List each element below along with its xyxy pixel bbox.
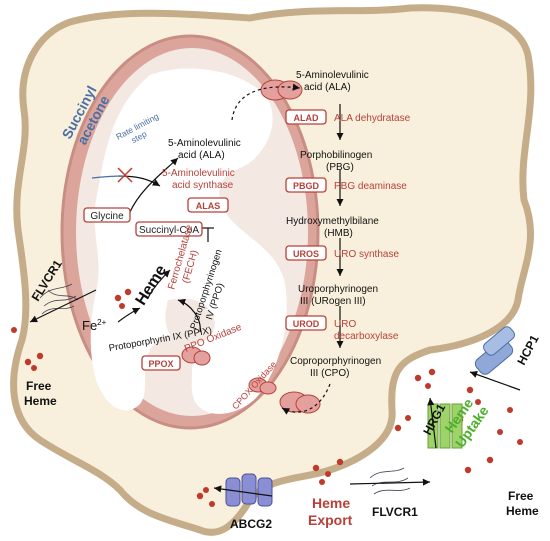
svg-text:ALAS: ALAS [196, 201, 221, 211]
svg-text:ALAD: ALAD [294, 113, 319, 123]
pbg-label: Porphobilinogen(PBG) [300, 150, 372, 173]
inhibitor-arrow [91, 175, 125, 179]
urod-box: UROD [285, 315, 327, 331]
hcp1-arrow [469, 371, 521, 391]
abcg2-label: ABCG2 [230, 517, 272, 531]
mito-transporter-bottom [279, 391, 321, 414]
svg-text:UROD: UROD [293, 319, 320, 329]
hcp1-label: HCP1 [514, 332, 542, 367]
uros-name: URO synthase [334, 249, 399, 260]
flvcr1-left-protein [39, 283, 79, 315]
ppox-enzyme-shape [181, 346, 211, 366]
mito-matrix [90, 68, 287, 414]
svg-text:PBGD: PBGD [293, 181, 320, 191]
abcg2-protein [225, 473, 273, 507]
pathway-arrows [117, 83, 344, 415]
flvcr1-left-arrow [29, 289, 97, 323]
svg-text:Succinyl-CoA: Succinyl-CoA [139, 225, 199, 236]
ppox-box: PPOX [141, 355, 181, 371]
alad-box: ALAD [285, 109, 327, 125]
alas-box: ALAS [187, 197, 229, 213]
succinyl-coa-box: Succinyl-CoA [135, 221, 203, 237]
flvcr1-bottom-protein [369, 467, 411, 495]
inhibition-mark [117, 167, 133, 183]
pbgd-name: PBG deaminase [334, 181, 407, 192]
glycine-box: Glycine [83, 207, 131, 223]
hcp1-protein [474, 326, 515, 375]
fe-label: Fe2+ [82, 318, 107, 333]
hmb-label: Hydroxymethylbilane(HMB) [286, 216, 379, 239]
abcg2-arrow [213, 485, 273, 497]
svg-text:Glycine: Glycine [90, 211, 124, 222]
hrg1-arrow [427, 397, 437, 449]
flvcr1-bottom-label: FLVCR1 [372, 505, 418, 519]
mito-transporter-top [260, 79, 303, 101]
uros-box: UROS [285, 245, 327, 261]
cpox-enzyme-shape [248, 377, 277, 395]
svg-text:UROS: UROS [293, 249, 319, 259]
flvcr1-bottom-arrow [349, 478, 431, 486]
svg-text:PPOX: PPOX [148, 359, 173, 369]
alad-name: ALA dehydratase [334, 113, 411, 124]
pbgd-box: PBGD [285, 177, 327, 193]
